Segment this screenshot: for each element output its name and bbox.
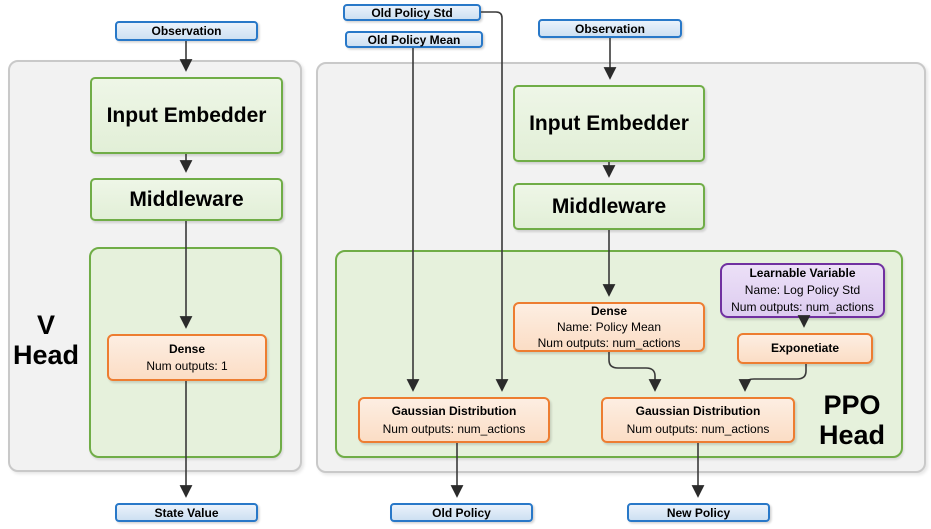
v-dense-node: Dense Num outputs: 1 xyxy=(107,334,267,381)
new-policy-node: New Policy xyxy=(627,503,770,522)
ppo-observation-node: Observation xyxy=(538,19,682,38)
gaussian-new-sub: Num outputs: num_actions xyxy=(626,422,770,436)
ppo-dense-sub2: Num outputs: num_actions xyxy=(537,336,681,350)
ppo-middleware-node: Middleware xyxy=(513,183,705,230)
ppo-head-label-line1: PPO xyxy=(823,390,881,420)
v-dense-sub: Num outputs: 1 xyxy=(146,358,228,373)
ppo-head-label: PPO Head xyxy=(802,390,902,450)
v-observation-label: Observation xyxy=(151,24,222,38)
learnable-variable-title: Learnable Variable xyxy=(749,266,856,280)
gaussian-old-title: Gaussian Distribution xyxy=(391,404,517,418)
ppo-dense-title: Dense xyxy=(590,304,628,318)
v-head-label-line2: Head xyxy=(12,340,80,370)
ppo-dense-sub1: Name: Policy Mean xyxy=(556,320,662,334)
learnable-variable-sub2: Num outputs: num_actions xyxy=(731,300,874,314)
v-middleware-node: Middleware xyxy=(90,178,283,221)
old-policy-std-label: Old Policy Std xyxy=(371,5,453,20)
learnable-variable-sub1: Name: Log Policy Std xyxy=(744,283,861,297)
v-middleware-label: Middleware xyxy=(129,187,244,211)
state-value-label: State Value xyxy=(154,505,219,520)
gaussian-distribution-old-node: Gaussian Distribution Num outputs: num_a… xyxy=(358,397,550,443)
ppo-middleware-label: Middleware xyxy=(551,194,667,218)
v-head-label-line1: V xyxy=(36,310,55,340)
v-observation-node: Observation xyxy=(115,21,258,41)
learnable-variable-node: Learnable Variable Name: Log Policy Std … xyxy=(720,263,885,318)
v-dense-title: Dense xyxy=(168,341,206,356)
exponetiate-label: Exponetiate xyxy=(770,341,839,355)
gaussian-distribution-new-node: Gaussian Distribution Num outputs: num_a… xyxy=(601,397,795,443)
old-policy-mean-node: Old Policy Mean xyxy=(345,31,483,48)
ppo-dense-node: Dense Name: Policy Mean Num outputs: num… xyxy=(513,302,705,352)
ppo-input-embedder-node: Input Embedder xyxy=(513,85,705,162)
old-policy-mean-label: Old Policy Mean xyxy=(367,32,461,47)
ppo-head-label-line2: Head xyxy=(818,420,886,450)
new-policy-label: New Policy xyxy=(666,505,731,520)
old-policy-label: Old Policy xyxy=(432,505,491,520)
v-input-embedder-node: Input Embedder xyxy=(90,77,283,154)
old-policy-std-node: Old Policy Std xyxy=(343,4,481,21)
old-policy-node: Old Policy xyxy=(390,503,533,522)
exponetiate-node: Exponetiate xyxy=(737,333,873,364)
v-input-embedder-label: Input Embedder xyxy=(106,103,267,127)
gaussian-old-sub: Num outputs: num_actions xyxy=(382,422,526,436)
ppo-input-embedder-label: Input Embedder xyxy=(529,111,689,135)
gaussian-new-title: Gaussian Distribution xyxy=(635,404,761,418)
ppo-observation-label: Observation xyxy=(574,21,646,36)
v-head-label: V Head xyxy=(6,310,86,370)
state-value-node: State Value xyxy=(115,503,258,522)
